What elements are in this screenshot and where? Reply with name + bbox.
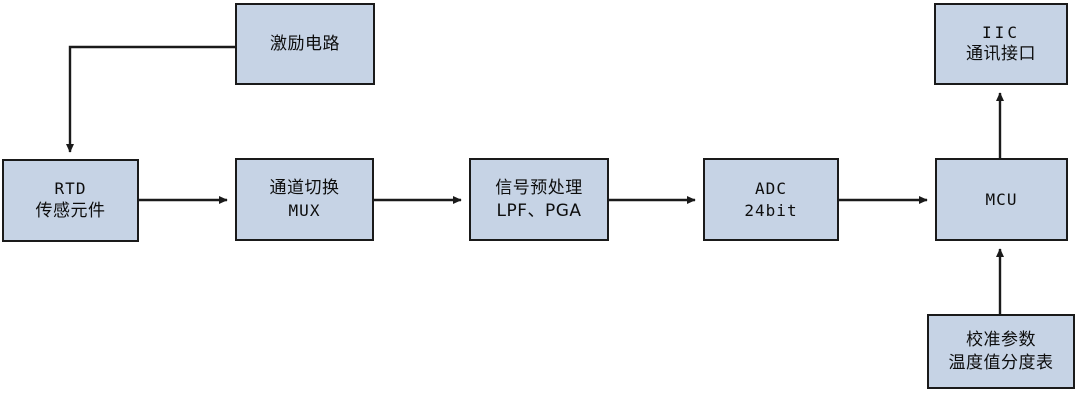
block-iic-interface-line-2: 通讯接口	[966, 44, 1036, 65]
block-signal-preprocessing[interactable]: 信号预处理 LPF、PGA	[469, 158, 609, 241]
block-rtd-sensor-line-1: RTD	[54, 179, 87, 199]
block-calibration-table-line-1: 校准参数	[966, 329, 1036, 350]
block-adc[interactable]: ADC 24bit	[703, 158, 839, 241]
block-signal-preprocessing-line-2: LPF、PGA	[496, 200, 582, 221]
block-adc-line-1: ADC	[755, 178, 787, 198]
block-channel-mux-line-1: 通道切换	[269, 178, 340, 199]
block-channel-mux[interactable]: 通道切换 MUX	[235, 158, 374, 241]
block-excitation-circuit[interactable]: 激励电路	[235, 3, 375, 85]
block-rtd-sensor-line-2: 传感元件	[35, 200, 106, 221]
block-mcu-line-1: MCU	[985, 189, 1018, 209]
block-calibration-table-line-2: 温度值分度表	[948, 352, 1054, 373]
connector-excitation-to-rtd	[65, 45, 235, 153]
block-signal-preprocessing-line-1: 信号预处理	[495, 177, 583, 198]
block-channel-mux-line-2: MUX	[288, 201, 321, 221]
block-iic-interface-line-1: IIC	[982, 22, 1020, 42]
block-rtd-sensor[interactable]: RTD 传感元件	[2, 159, 139, 242]
block-calibration-table[interactable]: 校准参数 温度值分度表	[927, 314, 1075, 389]
block-adc-line-2: 24bit	[744, 200, 798, 220]
block-excitation-circuit-line-1: 激励电路	[270, 33, 340, 54]
block-mcu[interactable]: MCU	[935, 158, 1068, 241]
block-iic-interface[interactable]: IIC 通讯接口	[934, 3, 1068, 85]
